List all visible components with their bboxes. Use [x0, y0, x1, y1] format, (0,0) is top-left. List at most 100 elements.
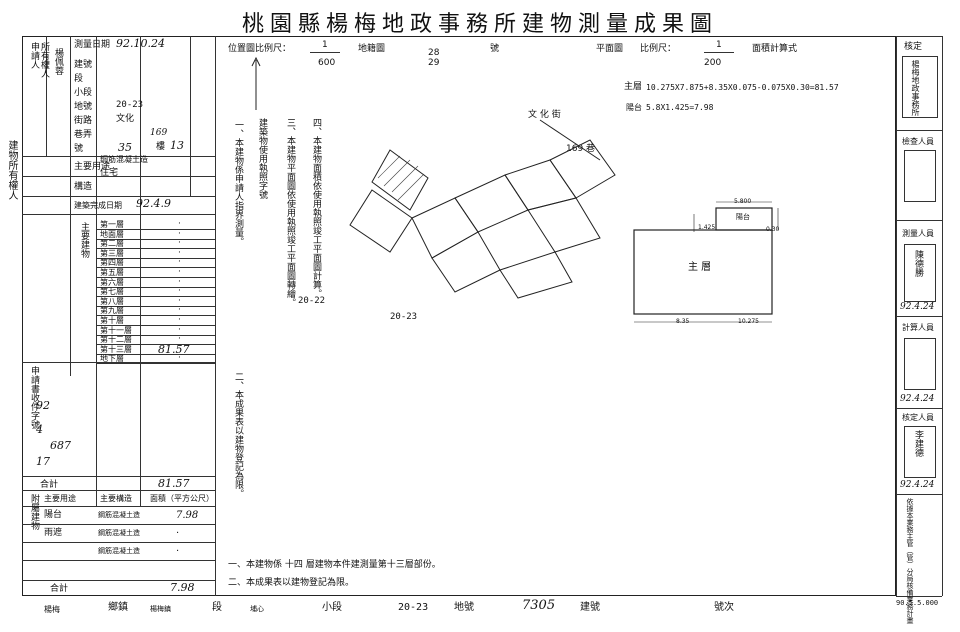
dim-bottom-left: 8.35 [676, 318, 690, 325]
annex-use-1: 雨遮 [44, 528, 63, 538]
location-scale-num: 1 [322, 40, 328, 50]
floor-area-14: · [178, 353, 181, 364]
floor-row-line [96, 277, 215, 278]
note-cond: 建築物使用執照字號 [257, 118, 267, 199]
calc-person-label: 計算人員 [902, 323, 934, 332]
floor-label-6: 第六層 [100, 277, 124, 287]
total-label: 合計 [40, 480, 59, 490]
bottom-note-2: 二、本成果表以建物登記為限。 [228, 578, 355, 588]
annex-area-2: · [176, 546, 180, 557]
floor-area-11: · [178, 324, 181, 335]
parcel-g [499, 251, 573, 299]
floor-label: 樓 [156, 142, 166, 152]
lot-num-1: 28 [428, 48, 440, 58]
main-room: 主 層 [688, 262, 712, 273]
annex-area-0: 7.98 [176, 510, 199, 521]
applicant-month: 4 [36, 423, 43, 436]
floor-value: 13 [170, 139, 184, 152]
dim-bottom-right: 10.275 [738, 318, 759, 325]
page-title: 桃園縣楊梅地政事務所建物測量成果圖 [241, 12, 718, 37]
completion-label: 建築完成日期 [74, 201, 122, 210]
calc-line-2-prefix: 陽台 [626, 103, 642, 112]
floor-row-line [96, 344, 215, 346]
footer-town-label: 鄉鎮 [108, 602, 128, 613]
calc-line-2: 5.8X1.425=7.98 [646, 103, 714, 112]
checker-stamp [904, 150, 936, 202]
survey-date: 92.10.24 [116, 37, 165, 50]
calc-label: 面積計算式 [752, 44, 798, 54]
road-lane: 169 巷 [566, 144, 596, 154]
lot-value: 20-23 [116, 100, 144, 110]
lot-num-2: 29 [428, 58, 440, 68]
annex-row-line [22, 560, 215, 561]
floor-area-2: · [178, 238, 181, 249]
annex-use-0: 陽台 [44, 510, 63, 520]
north-arrow-head [251, 56, 261, 67]
floor-label-5: 第五層 [100, 268, 124, 277]
floor-label-12: 第十二層 [100, 335, 132, 345]
floor-area-1: · [178, 228, 181, 239]
floor-row-line [96, 248, 215, 250]
floor-row-line [96, 267, 215, 269]
floor-row-line [96, 238, 215, 240]
annex-area-1: · [176, 528, 180, 539]
balcony-outline [715, 207, 773, 231]
floor-label-14: 地下層 [100, 354, 124, 364]
form-number: 90.5.5.000 [896, 599, 939, 607]
annex-use-header: 主要用途 [44, 494, 76, 503]
floor-area-3: · [178, 247, 181, 258]
applicant-label: 申請人 [29, 42, 39, 69]
completion-date: 92.4.9 [136, 197, 171, 210]
footer-building: 楊梅 [44, 605, 60, 614]
annex-struct-2: 鋼筋混凝土造 [98, 547, 140, 555]
lot-label: 地號 [74, 102, 93, 112]
note-2: 二、本成果表以建物登記為限。 [233, 372, 243, 498]
dim-top: 5.800 [734, 198, 752, 205]
owner-label: 所有權人 [39, 42, 49, 78]
annex-total-label: 合計 [50, 584, 69, 594]
structure-value: 住宅 [100, 168, 119, 178]
note-4: 四、本建物面積依使用執照竣工平面圖計算。 [311, 118, 321, 298]
number-value: 35 [118, 141, 132, 154]
main-use-label: 主要用途 [74, 162, 111, 172]
applicant-no: 687 [50, 439, 71, 452]
lane-value: 169 [150, 128, 168, 138]
stamp-2: 陳德勝 [913, 250, 923, 277]
floor-scale-num: 1 [716, 40, 722, 50]
right-footer-note: 依據本業務主管（管）分局核備業務計畫 [906, 498, 914, 624]
floor-area-0: · [178, 219, 181, 229]
lot-bottom: 20-23 [390, 312, 418, 322]
parcel-a [349, 189, 413, 253]
floor-label-13: 第十三層 [100, 344, 132, 354]
annex-row-line [22, 524, 215, 525]
location-plan-label: 位置圖比例尺： [228, 44, 292, 54]
checker-label: 檢查人員 [902, 137, 934, 146]
applicant-day: 17 [36, 455, 50, 468]
annex-struct-0: 鋼筋混凝土造 [98, 511, 140, 519]
floor-row-line [96, 334, 215, 336]
floor-row-line [96, 315, 215, 317]
footer-section-label: 段 [212, 602, 222, 613]
owner-name: 楊佩蓉 [53, 48, 63, 75]
stamp-1: 楊梅地政事務所 [911, 60, 920, 116]
note-1: 一、本建物係申請人指界測量。 [233, 120, 243, 246]
main-use: 鋼筋混凝土造 [100, 155, 148, 164]
date-3: 92.4.24 [900, 480, 935, 490]
review-label: 核定 [904, 42, 923, 52]
annex-struct-1: 鋼筋混凝土造 [98, 529, 140, 537]
floor-row-line [96, 229, 215, 230]
calc-stamp [904, 338, 936, 390]
lane-label: 巷弄 [74, 130, 93, 140]
dim-left: 1.425 [698, 224, 716, 231]
footer-sub-section: 小段 [322, 602, 342, 613]
floor-row-line [96, 325, 215, 326]
structure-label: 構造 [74, 182, 93, 192]
building-code-label: 建號 [74, 60, 93, 70]
survey-date-label: 測量日期 [74, 40, 111, 50]
number-label: 號 [74, 144, 84, 154]
floor-area-12: · [178, 334, 181, 345]
street-label: 街路 [74, 116, 93, 126]
floor-scale-label: 比例尺： [640, 44, 677, 54]
main-floor-outline [633, 229, 773, 315]
